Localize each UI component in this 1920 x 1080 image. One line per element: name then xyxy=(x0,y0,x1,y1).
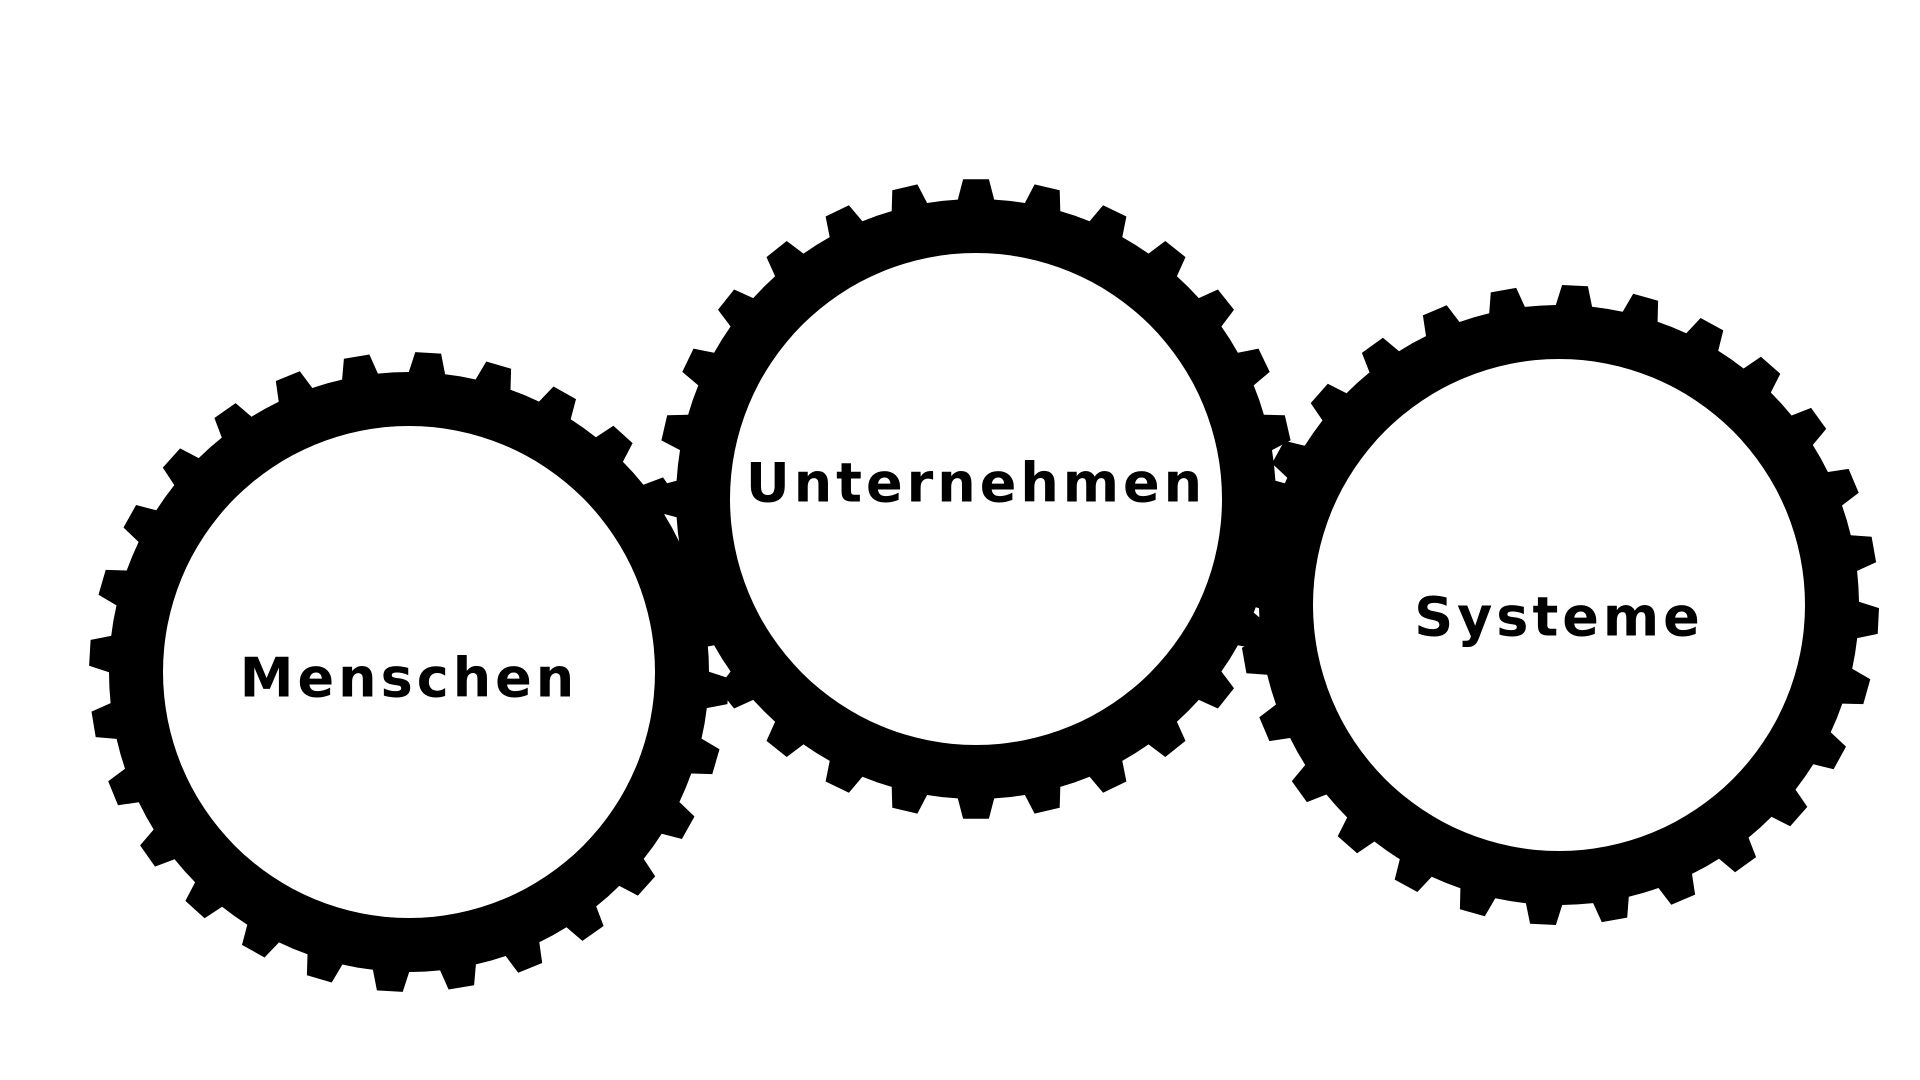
gear-systeme-hub xyxy=(1313,359,1805,851)
gear-menschen-label: Menschen xyxy=(240,647,578,710)
gear-systeme: Systeme xyxy=(1239,285,1879,925)
gear-unternehmen-label: Unternehmen xyxy=(746,452,1206,515)
gear-unternehmen-hub xyxy=(730,253,1222,745)
gear-unternehmen: Unternehmen xyxy=(656,179,1296,819)
gear-menschen-hub xyxy=(163,426,655,918)
gear-menschen: Menschen xyxy=(89,352,729,992)
gear-systeme-label: Systeme xyxy=(1414,586,1704,649)
